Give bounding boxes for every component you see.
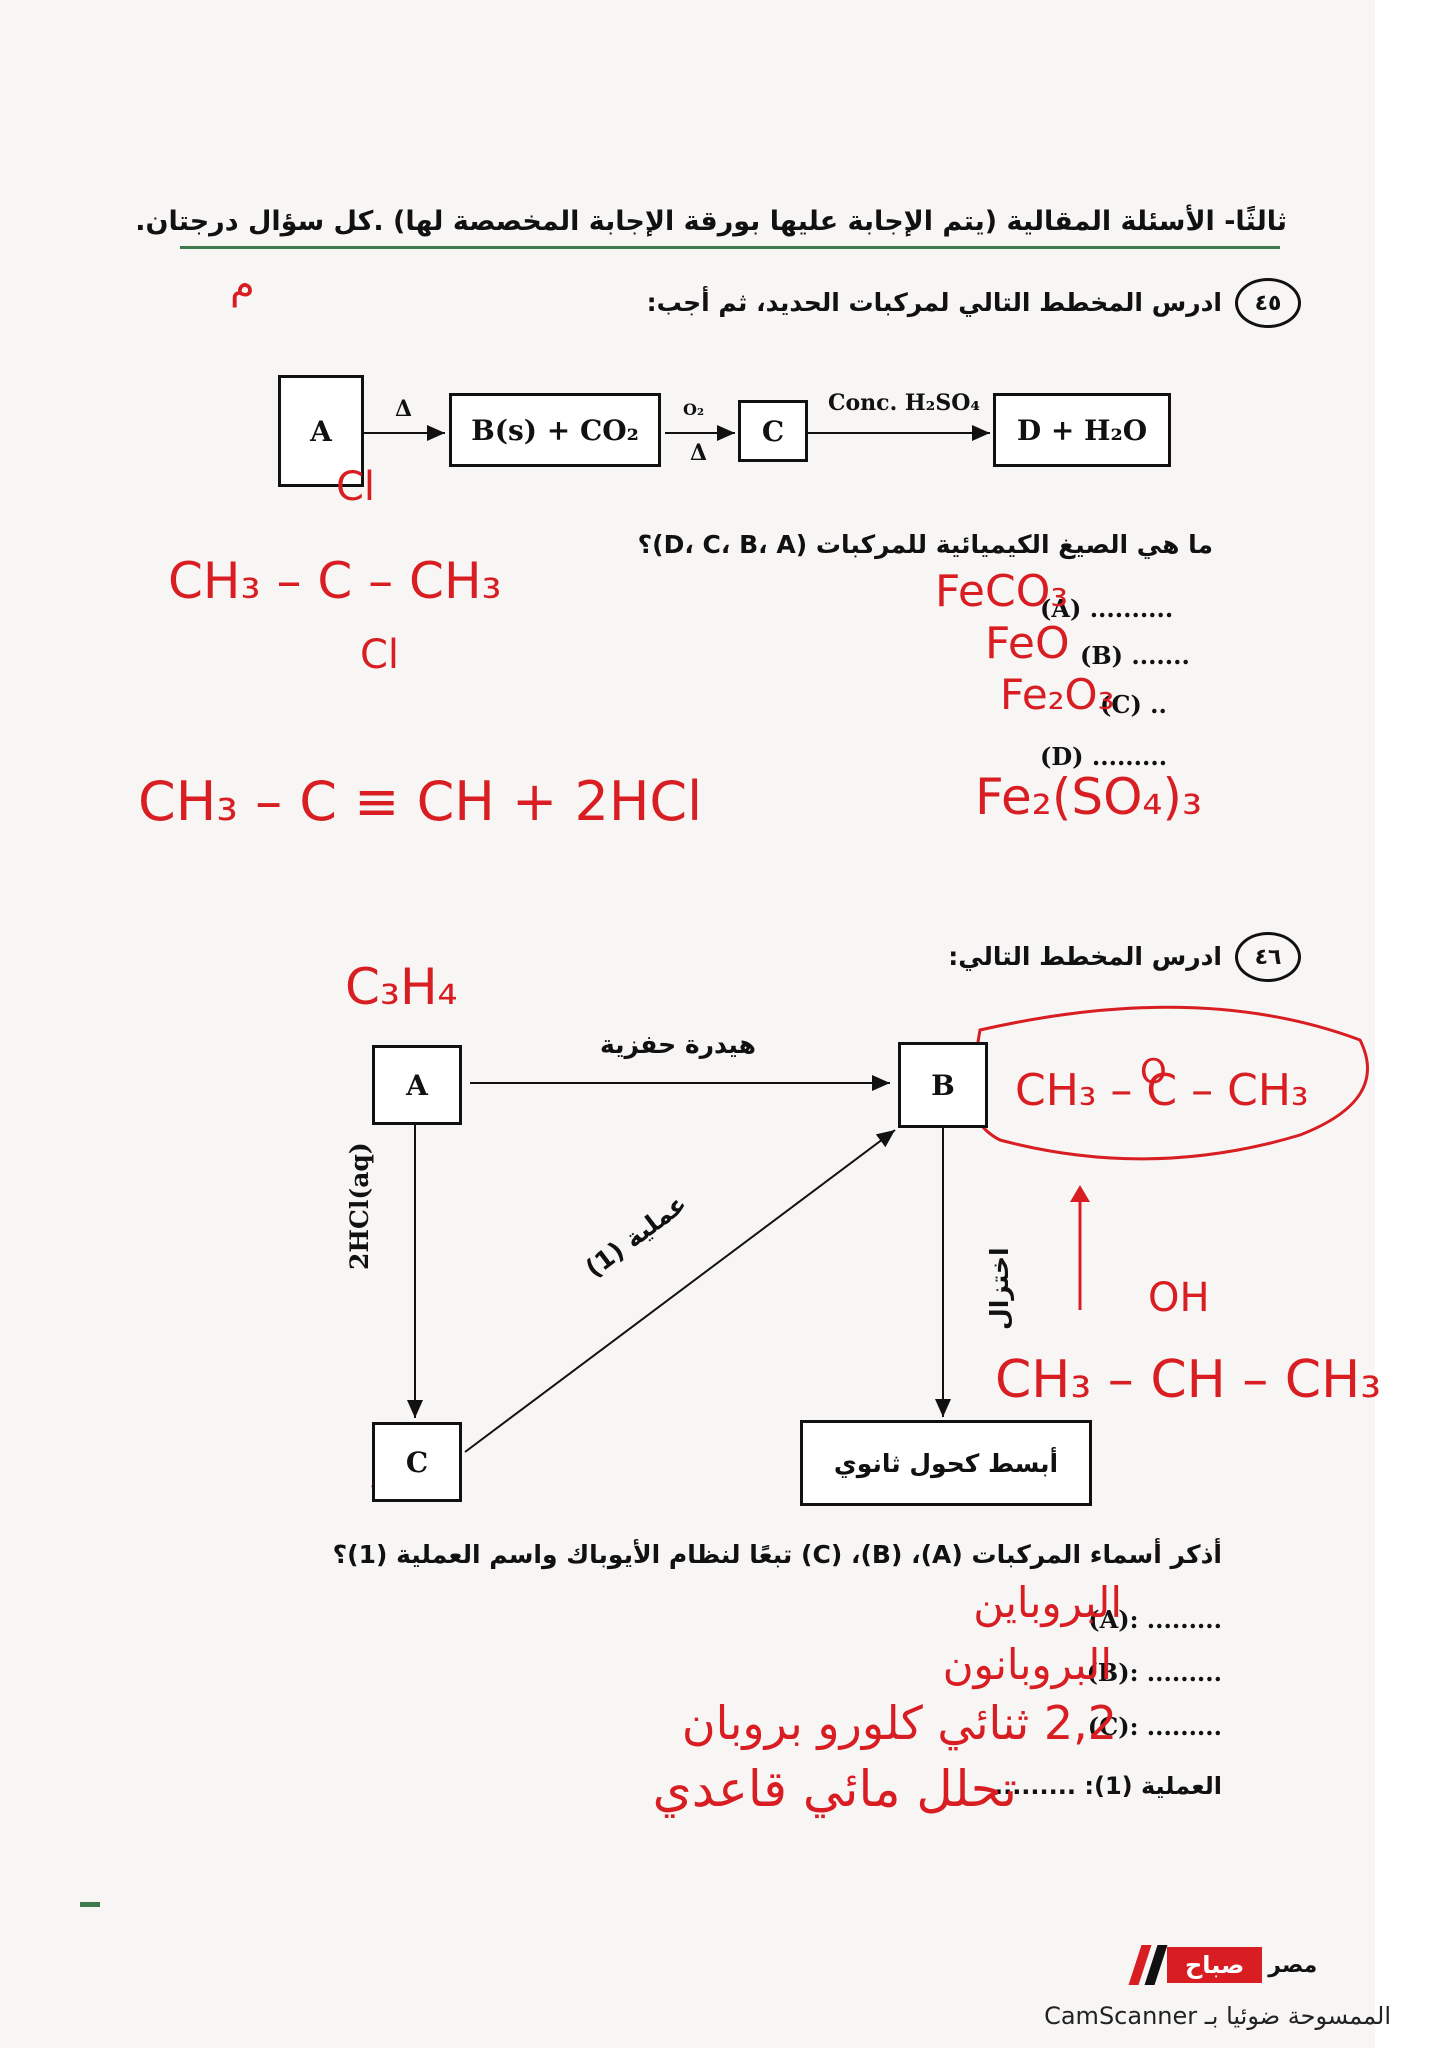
hand-b-formula: CH₃ – C – CH₃ <box>1015 1065 1309 1116</box>
label-o2: O₂ <box>683 400 704 419</box>
hand-answer-46-process: تحلل مائي قاعدي <box>652 1760 1017 1818</box>
answer-c-blank: (C) .. <box>1100 690 1167 719</box>
hand-alcohol-top: OH <box>1148 1275 1210 1321</box>
label-heat-2: Δ <box>690 440 708 466</box>
answer-b-blank: (B) ....... <box>1080 641 1190 670</box>
box-d: D + H₂O <box>993 393 1171 467</box>
handwritten-mark: م <box>230 262 255 308</box>
hand-formula-a: C₃H₄ <box>345 958 458 1016</box>
question-46-number: ٤٦ <box>1235 932 1301 982</box>
hand-struct-bottom: Cl <box>360 632 400 678</box>
box-b-46: B <box>898 1042 988 1128</box>
hand-alcohol-formula: CH₃ – CH – CH₃ <box>995 1350 1382 1410</box>
answer-46-process-blank: العملية (1): ......... <box>993 1772 1222 1800</box>
header-rule <box>180 246 1280 249</box>
answer-a-blank: (A) .......... <box>1040 594 1174 623</box>
hand-answer-b: FeO <box>985 618 1070 669</box>
page-mark <box>80 1902 100 1907</box>
brand-logo: صباح مصر <box>1128 1942 1405 1988</box>
box-c-46: C <box>372 1422 462 1502</box>
question-46-ask: أذكر أسماء المركبات (A)، (B)، (C) تبعًا … <box>332 1540 1222 1569</box>
brand-name-a: صباح <box>1167 1947 1263 1983</box>
answer-46-a-blank: (A): ......... <box>1088 1605 1222 1634</box>
page-edge <box>1375 0 1447 2048</box>
box-b: B(s) + CO₂ <box>449 393 661 467</box>
label-conc-acid: Conc. H₂SO₄ <box>828 390 981 416</box>
box-a-46: A <box>372 1045 462 1125</box>
section-header: ثالثًا- الأسئلة المقالية (يتم الإجابة عل… <box>135 206 1287 237</box>
answer-46-b-blank: (B): ......... <box>1086 1658 1222 1687</box>
hand-answer-46-a: البروباين <box>973 1578 1122 1627</box>
hand-answer-c: Fe₂O₃ <box>1000 670 1115 719</box>
question-45-ask: ما هي الصيغ الكيميائية للمركبات (D، C، B… <box>637 530 1213 559</box>
hand-arrow-head <box>1070 1185 1090 1202</box>
hand-answer-46-b: البروبانون <box>942 1640 1112 1689</box>
arrow-c-b-46 <box>464 1129 896 1453</box>
label-reduction: اختزال <box>985 1247 1014 1330</box>
question-45-prompt: ادرس المخطط التالي لمركبات الحديد، ثم أج… <box>646 288 1222 317</box>
hand-answer-a: FeCO₃ <box>935 566 1068 617</box>
hand-struct-mid: CH₃ – C – CH₃ <box>168 552 502 610</box>
hand-struct-top: Cl <box>336 464 376 510</box>
box-a: A <box>278 375 364 487</box>
label-catalytic-hydration: هيدرة حفزية <box>600 1030 756 1059</box>
label-2hcl: 2HCl(aq) <box>345 1142 374 1270</box>
answer-46-c-blank: (C): ......... <box>1087 1712 1222 1741</box>
hand-answer-46-c: 2,2 ثنائي كلورو بروبان <box>681 1696 1117 1750</box>
hand-circle-b <box>969 1005 1369 1161</box>
hand-b-top: O <box>1140 1052 1167 1092</box>
box-secondary-alcohol: أبسط كحول ثانوي <box>800 1420 1092 1506</box>
question-46-prompt: ادرس المخطط التالي: <box>948 942 1222 971</box>
camscanner-note: الممسوحة ضوئيا بـ CamScanner <box>1044 2002 1391 2030</box>
box-c: C <box>738 400 808 462</box>
label-heat: Δ <box>395 396 413 422</box>
answer-d-blank: (D) ......... <box>1040 742 1168 771</box>
question-45-number: ٤٥ <box>1235 278 1301 328</box>
brand-name-b: مصر <box>1268 1952 1318 1978</box>
hand-answer-d: Fe₂(SO₄)₃ <box>975 768 1203 826</box>
hand-equation: CH₃ – C ≡ CH + 2HCl <box>138 770 703 833</box>
